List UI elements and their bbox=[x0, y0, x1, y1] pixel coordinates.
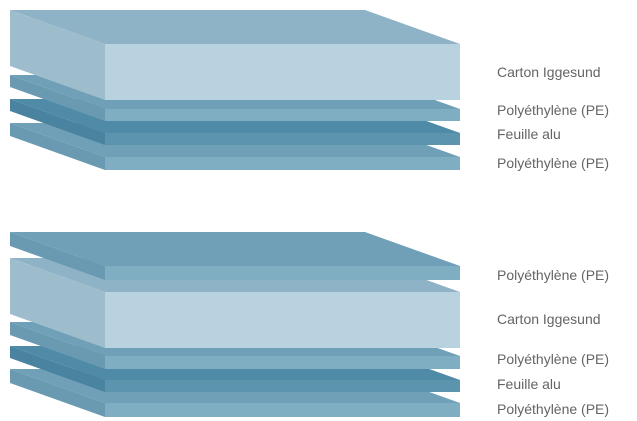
layer-front-face bbox=[105, 44, 460, 100]
layer-top-face bbox=[10, 10, 460, 44]
layer-front-face bbox=[105, 133, 460, 145]
layer-front-face bbox=[105, 356, 460, 369]
layer-label: Carton Iggesund bbox=[497, 311, 601, 327]
layer-front-face bbox=[105, 380, 460, 392]
layer-front-face bbox=[105, 292, 460, 348]
layer-front-face bbox=[105, 403, 460, 417]
layer-front-face bbox=[105, 157, 460, 170]
layer-label: Carton Iggesund bbox=[497, 64, 601, 80]
laminate-stack-bottom: Polyéthylène (PE)Feuille aluPolyéthylène… bbox=[10, 232, 609, 417]
layer-side-face bbox=[10, 123, 105, 170]
layer-front-face bbox=[105, 109, 460, 121]
laminate-stack-top: Polyéthylène (PE)Feuille aluPolyéthylène… bbox=[10, 10, 609, 171]
layer-side-face bbox=[10, 75, 105, 121]
layer-top-face bbox=[10, 232, 460, 266]
layer-label: Polyéthylène (PE) bbox=[497, 155, 609, 171]
layer-label: Polyéthylène (PE) bbox=[497, 102, 609, 118]
layer-side-face bbox=[10, 369, 105, 417]
layer-label: Polyéthylène (PE) bbox=[497, 401, 609, 417]
layer-side-face bbox=[10, 346, 105, 392]
layer-side-face bbox=[10, 322, 105, 369]
layer-label: Feuille alu bbox=[497, 126, 561, 142]
layer-side-face bbox=[10, 232, 105, 280]
layer-front-face bbox=[105, 266, 460, 280]
layer-label: Polyéthylène (PE) bbox=[497, 267, 609, 283]
layer-side-face bbox=[10, 99, 105, 145]
layer-label: Polyéthylène (PE) bbox=[497, 351, 609, 367]
layer-carton-0: Carton Iggesund bbox=[10, 10, 601, 100]
layer-pe-0: Polyéthylène (PE) bbox=[10, 232, 609, 283]
layer-label: Feuille alu bbox=[497, 376, 561, 392]
layer-side-face bbox=[10, 10, 105, 100]
layer-side-face bbox=[10, 258, 105, 348]
